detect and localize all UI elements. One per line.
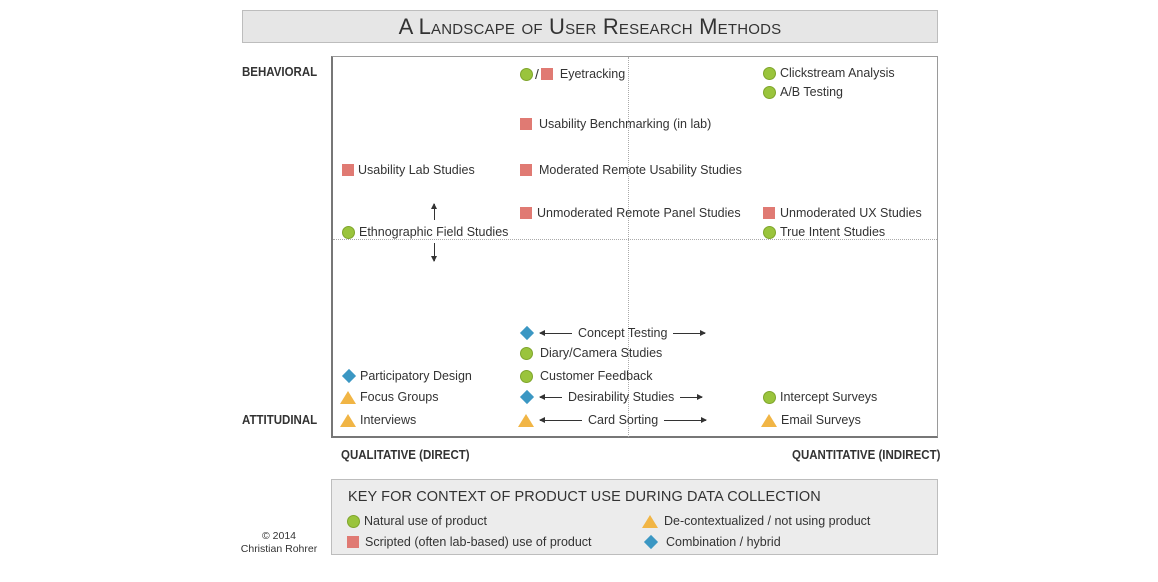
method-label: Usability Benchmarking (in lab) (539, 117, 712, 131)
scripted-use-icon (763, 207, 775, 219)
method-focus-groups: Focus Groups (340, 390, 439, 404)
scripted-use-icon (347, 536, 359, 548)
method-label: Moderated Remote Usability Studies (539, 163, 742, 177)
method-usability-lab: Usability Lab Studies (342, 163, 475, 177)
method-card-sorting: Card Sorting (518, 413, 708, 427)
method-label: Usability Lab Studies (358, 163, 475, 177)
natural-use-icon (347, 514, 360, 528)
method-label: Diary/Camera Studies (540, 346, 663, 360)
right-arrow-icon (680, 393, 704, 400)
up-arrow-icon (431, 203, 437, 220)
natural-use-icon (342, 225, 355, 239)
method-label: Ethnographic Field Studies (359, 225, 509, 239)
method-label: Card Sorting (588, 413, 659, 427)
natural-use-icon (520, 346, 533, 360)
natural-use-icon (763, 390, 776, 404)
chart-title: A Landscape of User Research Methods (242, 10, 938, 43)
method-label: Desirability Studies (568, 390, 675, 404)
method-label: Customer Feedback (540, 369, 653, 383)
right-arrow-icon (673, 329, 707, 336)
scripted-use-icon (520, 164, 532, 176)
decontextualized-icon (518, 413, 534, 427)
combination-icon (519, 325, 535, 341)
method-moderated-remote: Moderated Remote Usability Studies (520, 163, 742, 177)
key-scripted: Scripted (often lab-based) use of produc… (347, 535, 592, 549)
natural-use-icon (763, 66, 776, 80)
axis-label-quantitative: QUANTITATIVE (INDIRECT) (792, 448, 941, 462)
key-label: Combination / hybrid (666, 535, 781, 549)
key-decontextualized: De-contextualized / not using product (642, 514, 870, 528)
method-ethnographic: Ethnographic Field Studies (342, 225, 508, 239)
method-label: Participatory Design (360, 369, 472, 383)
method-diary: Diary/Camera Studies (520, 346, 662, 360)
natural-use-icon (763, 85, 776, 99)
method-clickstream: Clickstream Analysis (763, 66, 895, 80)
method-interviews: Interviews (340, 413, 416, 427)
method-label: Interviews (360, 413, 417, 427)
left-arrow-icon (539, 393, 562, 400)
copyright: © 2014 Christian Rohrer (239, 530, 319, 556)
axis-label-qualitative: QUALITATIVE (DIRECT) (341, 448, 470, 462)
vertical-divider (628, 57, 629, 437)
key-combination: Combination / hybrid (643, 534, 781, 550)
combination-icon (643, 534, 659, 550)
left-arrow-icon (539, 416, 582, 423)
axis-label-attitudinal: ATTITUDINAL (242, 413, 318, 427)
copyright-author: Christian Rohrer (240, 543, 318, 555)
scripted-use-icon (520, 118, 532, 130)
method-email-surveys: Email Surveys (761, 413, 861, 427)
method-label: True Intent Studies (780, 225, 886, 239)
method-label: A/B Testing (780, 85, 844, 99)
key-title: KEY FOR CONTEXT OF PRODUCT USE DURING DA… (348, 489, 821, 505)
method-label: Email Surveys (781, 413, 861, 427)
method-desirability: Desirability Studies (519, 389, 704, 405)
method-customer-feedback: Customer Feedback (520, 369, 653, 383)
method-ab-testing: A/B Testing (763, 85, 843, 99)
method-label: Eyetracking (559, 67, 626, 81)
method-label: Intercept Surveys (780, 390, 878, 404)
method-true-intent: True Intent Studies (763, 225, 885, 239)
down-arrow-icon (431, 243, 437, 262)
method-eyetracking: / Eyetracking (520, 66, 625, 82)
key-label: De-contextualized / not using product (664, 514, 871, 528)
axis-label-behavioral: BEHAVIORAL (242, 65, 318, 79)
key-label: Natural use of product (364, 514, 487, 528)
scripted-use-icon (342, 164, 354, 176)
method-participatory-design: Participatory Design (341, 368, 472, 384)
method-label: Concept Testing (578, 326, 668, 340)
method-label: Focus Groups (360, 390, 439, 404)
right-arrow-icon (664, 416, 708, 423)
legend-key: KEY FOR CONTEXT OF PRODUCT USE DURING DA… (331, 479, 938, 555)
slash-separator: / (535, 66, 539, 82)
key-label: Scripted (often lab-based) use of produc… (365, 535, 592, 549)
horizontal-divider (333, 239, 937, 240)
decontextualized-icon (642, 514, 658, 528)
copyright-year: © 2014 (261, 530, 296, 542)
left-arrow-icon (539, 329, 572, 336)
natural-use-icon (520, 67, 533, 81)
method-intercept: Intercept Surveys (763, 390, 877, 404)
scripted-use-icon (520, 207, 532, 219)
scripted-use-icon (540, 68, 553, 80)
decontextualized-icon (340, 390, 356, 404)
method-unmoderated-panel: Unmoderated Remote Panel Studies (520, 206, 741, 220)
method-concept-testing: Concept Testing (519, 325, 707, 341)
method-usability-benchmarking: Usability Benchmarking (in lab) (520, 117, 711, 131)
decontextualized-icon (761, 413, 777, 427)
combination-icon (519, 389, 535, 405)
method-label: Unmoderated UX Studies (780, 206, 922, 220)
natural-use-icon (520, 369, 533, 383)
decontextualized-icon (340, 413, 356, 427)
natural-use-icon (763, 225, 776, 239)
methods-plot-area (331, 56, 938, 438)
method-label: Unmoderated Remote Panel Studies (537, 206, 741, 220)
combination-icon (341, 368, 357, 384)
method-unmoderated-ux: Unmoderated UX Studies (763, 206, 922, 220)
method-label: Clickstream Analysis (780, 66, 895, 80)
key-natural: Natural use of product (347, 514, 487, 528)
